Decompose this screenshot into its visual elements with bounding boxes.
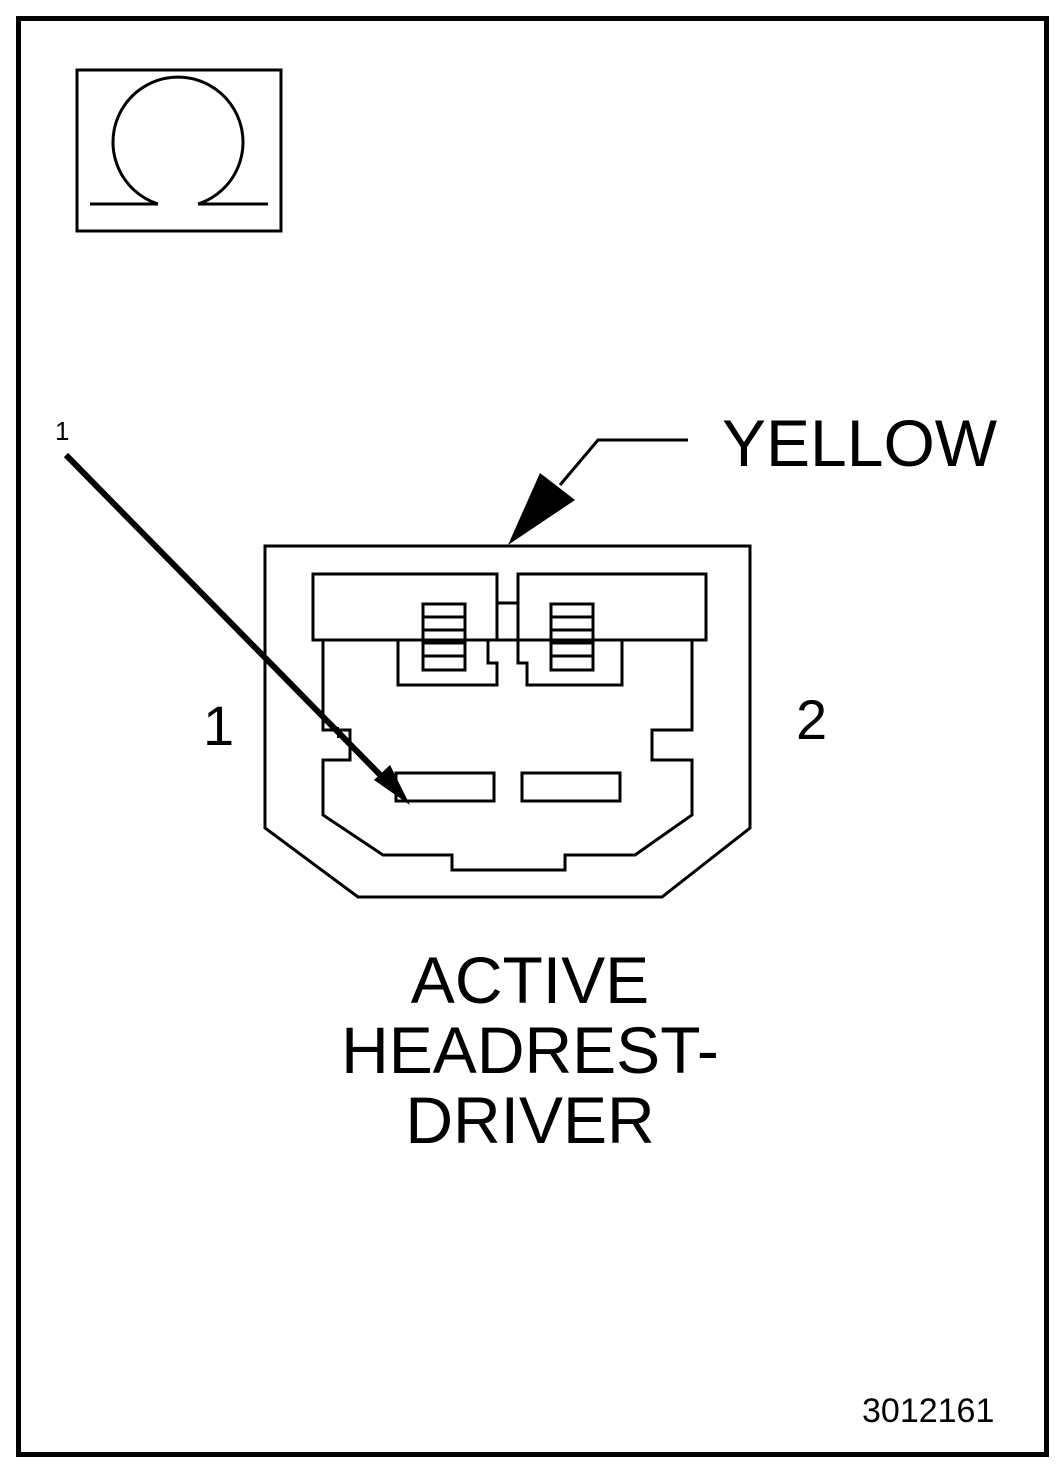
connector-name-line: DRIVER <box>405 1083 655 1157</box>
figure-id: 3012161 <box>862 1392 995 1430</box>
pin-number-2: 2 <box>796 688 828 751</box>
wire-color-leader <box>508 438 688 545</box>
upper-terminal-left <box>421 602 467 672</box>
connector-name: ACTIVE HEADREST- DRIVER <box>250 945 810 1155</box>
diagram-frame <box>16 16 1049 1457</box>
callout-number: 1 <box>55 416 70 446</box>
omega-icon <box>75 68 283 233</box>
wire-color-label: YELLOW <box>722 406 998 480</box>
terminal-slot-2 <box>520 771 622 803</box>
callout-arrow <box>63 452 410 805</box>
connector-housing <box>263 544 752 899</box>
upper-terminal-right <box>549 602 595 672</box>
pin-number-1: 1 <box>203 694 235 757</box>
polarization-mark <box>330 727 339 738</box>
terminal-slot-1 <box>394 771 496 803</box>
connector-name-line: ACTIVE <box>410 943 650 1017</box>
connector-name-line: HEADREST- <box>341 1013 719 1087</box>
